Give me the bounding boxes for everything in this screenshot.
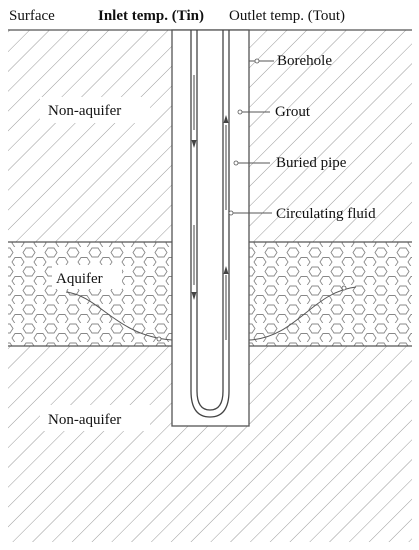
flow-arrow-down-1	[191, 140, 197, 148]
buried-pipe-leader-dot	[233, 160, 239, 166]
aquifer-flow-curve-left	[65, 291, 173, 341]
flow-arrow-up-2	[223, 266, 229, 274]
non-aquifer-bottom-label-bg	[40, 405, 150, 431]
circulating-fluid-leader-dot	[228, 210, 234, 216]
grout-leader-dot	[237, 109, 243, 115]
inlet-temp-label: Inlet temp. (Tin)	[98, 8, 204, 24]
borehole-label: Borehole	[277, 53, 332, 69]
buried-pipe-inner	[196, 30, 224, 411]
non-aquifer-bottom-label: Non-aquifer	[48, 412, 121, 428]
non-aquifer-top-label: Non-aquifer	[48, 103, 121, 119]
aquifer-label-bg	[52, 265, 122, 289]
borehole	[171, 29, 250, 427]
circulating-fluid-label: Circulating fluid	[276, 206, 376, 222]
flow-arrow-up-1	[223, 115, 229, 123]
aquifer-flow-dot-right	[341, 285, 347, 291]
outlet-temp-label: Outlet temp. (Tout)	[229, 8, 345, 24]
aquifer-label: Aquifer	[56, 271, 103, 287]
surface-label: Surface	[9, 8, 55, 24]
flow-arrow-down-2	[191, 292, 197, 300]
buried-pipe-outer	[190, 30, 230, 418]
borehole-leader-dot	[254, 58, 260, 64]
non-aquifer-top-label-bg	[40, 97, 150, 123]
grout-label: Grout	[275, 104, 311, 120]
aquifer-flow-curve-right	[248, 286, 357, 341]
aquifer-flow-dot-left	[156, 336, 162, 342]
buried-pipe-label: Buried pipe	[276, 155, 347, 171]
